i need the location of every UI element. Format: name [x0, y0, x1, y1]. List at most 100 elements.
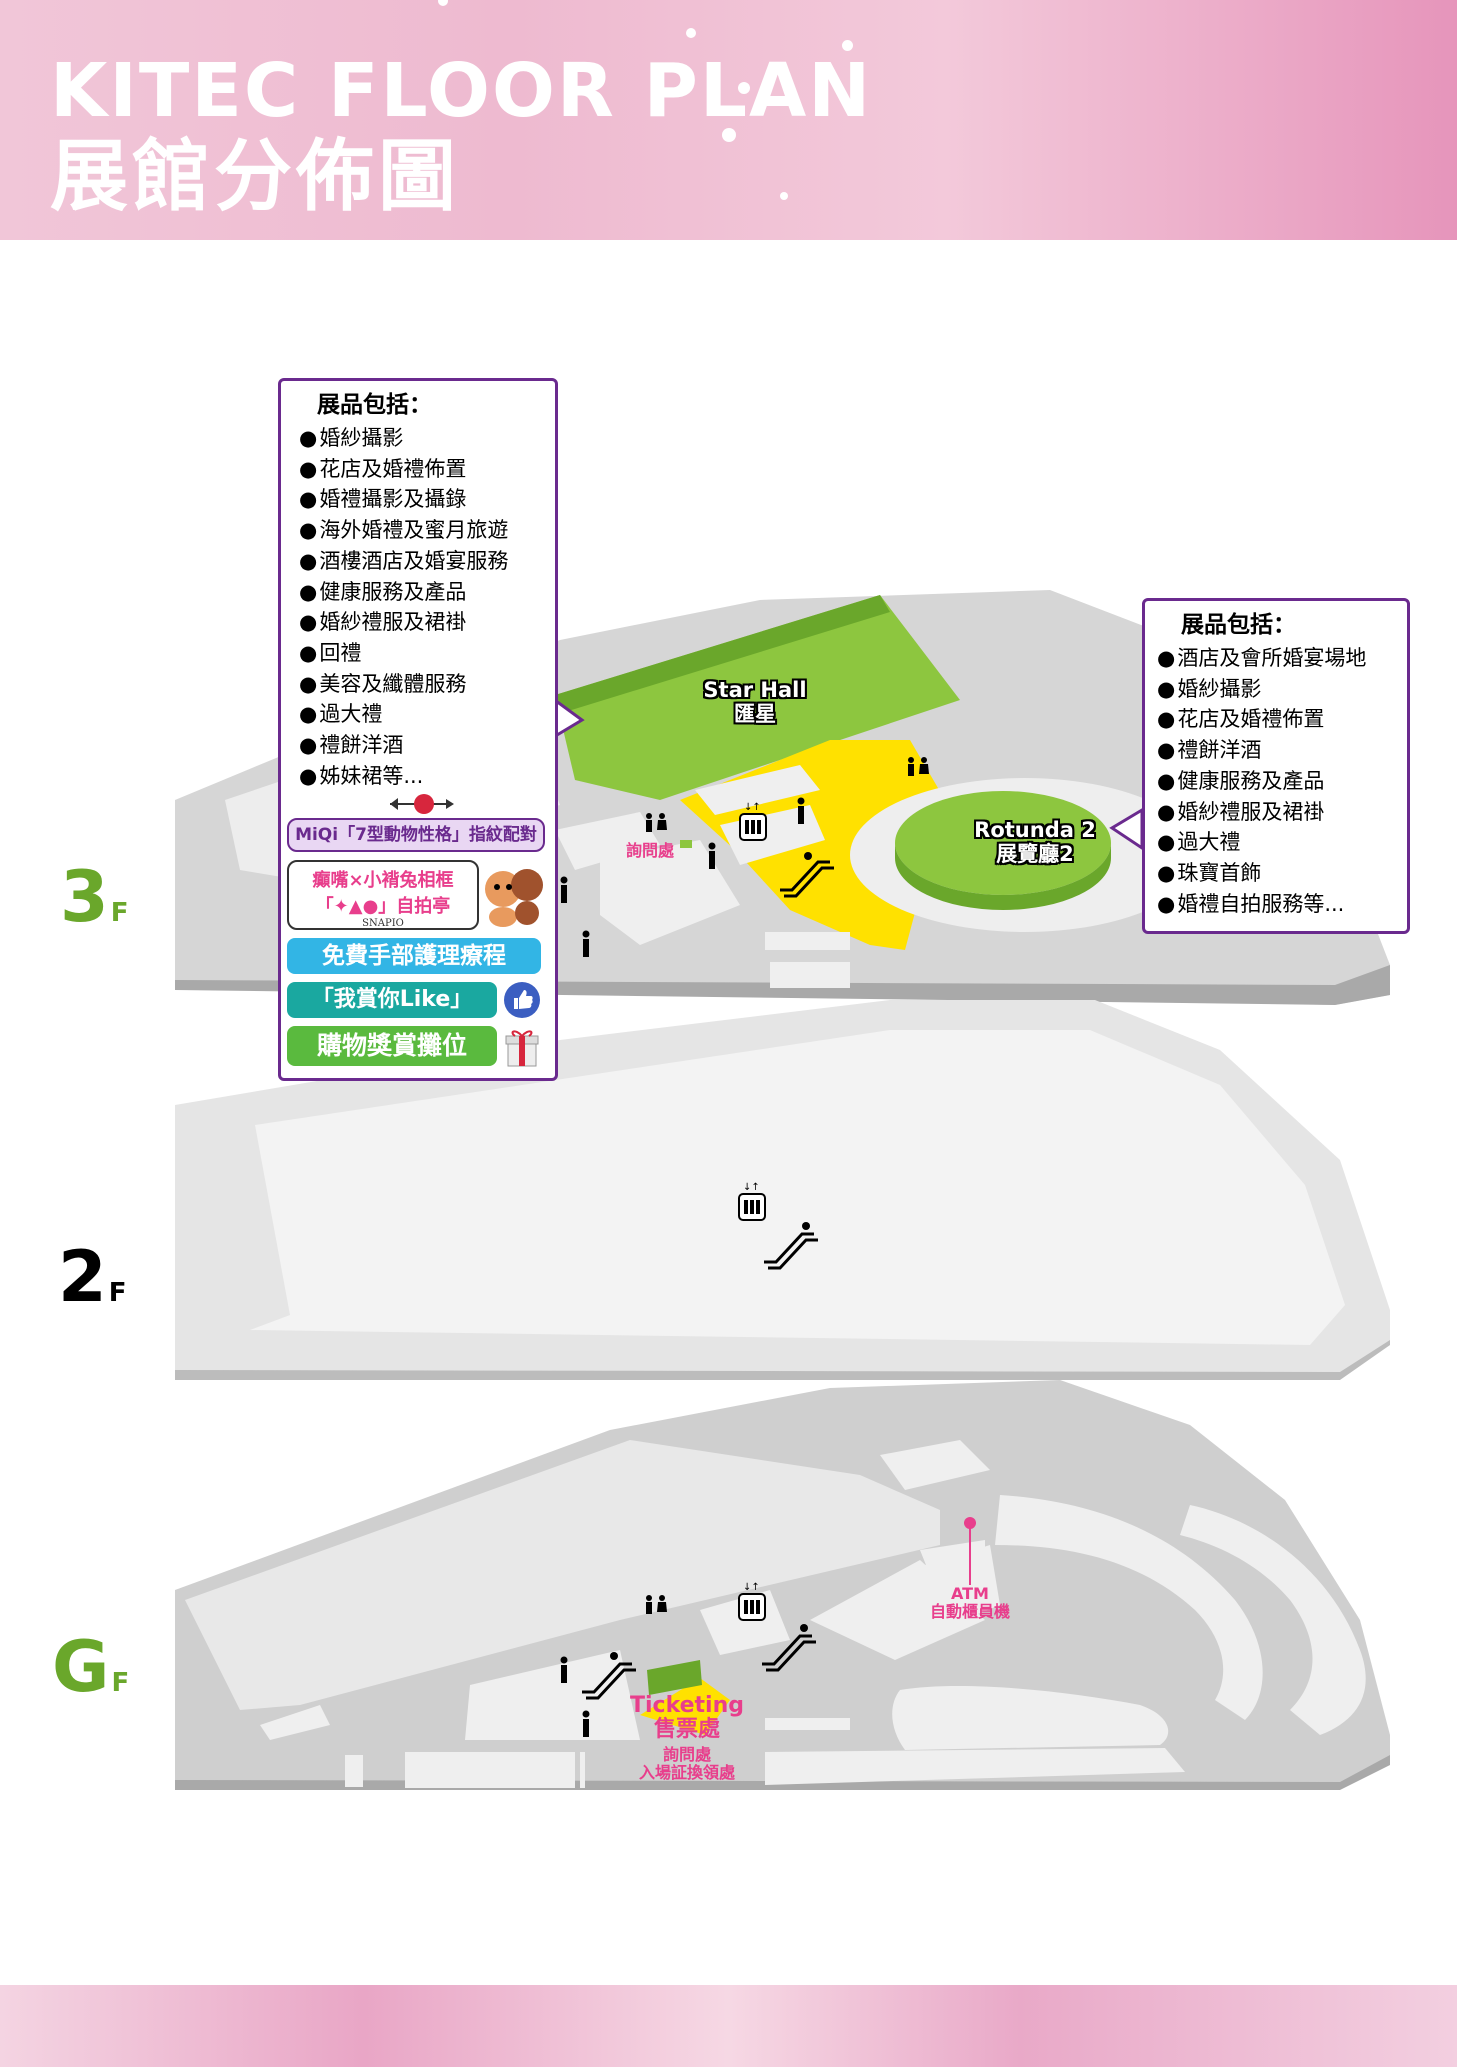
- ticketing-label: Ticketing 售票處 詢問處 入場証換領處: [622, 1693, 752, 1782]
- exhibits-heading: 展品包括：: [317, 392, 432, 418]
- list-item: 過大禮: [1157, 827, 1407, 858]
- star-hall-label: Star Hall 匯星: [690, 678, 820, 726]
- rotunda-2-label: Rotunda 2 展覽廳2: [950, 818, 1120, 866]
- list-item: 過大禮: [299, 699, 555, 730]
- room-3f-c: [695, 765, 820, 815]
- room-3f-b: [600, 840, 740, 945]
- star-hall-area: [555, 595, 960, 800]
- rotunda-gf-ring-outer: [1180, 1505, 1366, 1735]
- svg-text:↓↑: ↓↑: [743, 1582, 760, 1593]
- thumbs-up-icon: [504, 982, 540, 1018]
- decor-dot: [738, 82, 750, 94]
- page-title-english: KITEC FLOOR PLAN: [50, 48, 873, 134]
- lift-icon: ↓↑: [739, 802, 767, 841]
- list-item: 禮餅洋酒: [299, 730, 555, 761]
- list-item: 健康服務及產品: [299, 577, 555, 608]
- info-counter-gf-label: 詢問處: [662, 1745, 711, 1765]
- bear-mascot-icon: [485, 869, 543, 927]
- toilet-icon: [646, 813, 667, 832]
- floor-2f-suffix: F: [108, 1278, 127, 1308]
- ticketing-label-zh: 售票處: [653, 1717, 720, 1743]
- decor-dot: [842, 40, 853, 51]
- gift-box-icon: [505, 1030, 539, 1067]
- page-title-chinese: 展館分佈圖: [50, 132, 461, 222]
- decor-dot: [438, 0, 448, 6]
- room-3f-e: [765, 932, 850, 950]
- exhibits-list: 婚紗攝影 花店及婚禮佈置 婚禮攝影及攝錄 海外婚禮及蜜月旅遊 酒樓酒店及婚宴服務…: [281, 423, 555, 791]
- atm-label-en: ATM: [951, 1584, 989, 1603]
- list-item: 婚紗禮服及裙褂: [1157, 797, 1407, 828]
- list-item: 美容及纖體服務: [299, 669, 555, 700]
- floor-3f-suffix: F: [110, 898, 129, 928]
- list-item: 婚紗攝影: [1157, 674, 1407, 705]
- info-counter-3f: [680, 840, 692, 848]
- snapio-badge: 癲嘴×小褙兔相框 「✦▲●」自拍亭 SNAPIO: [287, 860, 479, 930]
- rotunda-2-area: [895, 791, 1111, 895]
- escalator-icon: [780, 852, 834, 898]
- rotunda-gf-ring-east: [995, 1495, 1263, 1720]
- floor-label-gf: GF: [52, 1632, 129, 1702]
- list-item: 酒樓酒店及婚宴服務: [299, 546, 555, 577]
- floor-label-2f: 2F: [58, 1242, 126, 1312]
- floor-2f-number: 2: [58, 1236, 107, 1318]
- list-item: 婚紗禮服及裙褂: [299, 607, 555, 638]
- floor-2f-plan: [175, 1000, 1390, 1380]
- cupid-arrow-icon: [390, 794, 454, 814]
- exhibits-info-box-3f-right: 展品包括： 酒店及會所婚宴場地 婚紗攝影 花店及婚禮佈置 禮餅洋酒 健康服務及產…: [1142, 598, 1410, 934]
- info-counter-3f-label: 詢問處: [625, 841, 674, 860]
- atm-pointer-dot: [964, 1517, 976, 1529]
- list-item: 花店及婚禮佈置: [1157, 704, 1407, 735]
- room-gf-d: [580, 1752, 585, 1788]
- svg-text:↓↑: ↓↑: [743, 1182, 760, 1193]
- toilet-icon: [646, 1595, 667, 1614]
- list-item: 海外婚禮及蜜月旅遊: [299, 515, 555, 546]
- star-hall-name-zh: 匯星: [734, 702, 776, 727]
- snapio-brand: SNAPIO: [362, 918, 404, 929]
- footer-banner: [0, 1985, 1457, 2067]
- room-gf-f: [765, 1748, 1185, 1785]
- room-gf-c: [405, 1752, 575, 1788]
- lift-icon: ↓↑: [738, 1182, 766, 1221]
- like-badge: 「我賞你Like」: [287, 982, 497, 1018]
- toilet-icon: [908, 757, 929, 776]
- person-icon: [708, 842, 716, 869]
- person-icon: [560, 876, 568, 903]
- person-icon: [582, 1710, 590, 1737]
- room-gf-a: [465, 1650, 640, 1740]
- room-gf-g: [880, 1440, 990, 1490]
- floor-2f-edge: [175, 1340, 1390, 1380]
- room-gf-k: [925, 1545, 1000, 1625]
- ticketing-yellow-area: [640, 1678, 730, 1735]
- star-hall-name-en: Star Hall: [703, 678, 807, 702]
- list-item: 珠寶首飾: [1157, 858, 1407, 889]
- room-gf-b: [765, 1718, 850, 1730]
- person-icon: [560, 1656, 568, 1683]
- svg-text:↓↑: ↓↑: [744, 802, 761, 813]
- exhibits-heading: 展品包括：: [1181, 612, 1296, 638]
- shopping-badge: 購物獎賞攤位: [287, 1026, 497, 1066]
- escalator-icon: [764, 1222, 818, 1270]
- floor-gf-plan: [175, 1380, 1390, 1790]
- floor-3f-number: 3: [60, 856, 109, 938]
- floor-gf-number: G: [52, 1626, 110, 1708]
- rotunda-2-name-en: Rotunda 2: [974, 818, 1096, 842]
- rotunda-2-edge: [895, 843, 1111, 910]
- room-gf-e: [345, 1755, 363, 1787]
- list-item: 花店及婚禮佈置: [299, 454, 555, 485]
- header-banner: KITEC FLOOR PLAN 展館分佈圖: [0, 0, 1457, 240]
- room-3f-a: [555, 812, 660, 870]
- floor-2f-inner: [250, 1030, 1345, 1345]
- person-icon: [582, 930, 590, 957]
- ticketing-label-en: Ticketing: [629, 1693, 745, 1718]
- lift-icon: ↓↑: [738, 1582, 766, 1621]
- atm-label: ATM 自動櫃員機: [930, 1585, 1010, 1620]
- star-hall-edge: [555, 595, 890, 712]
- list-item: 婚禮自拍服務等...: [1157, 889, 1407, 920]
- room-gf-strip-a: [260, 1705, 330, 1740]
- list-item: 姊妹裙等...: [299, 761, 555, 792]
- list-item: 健康服務及產品: [1157, 766, 1407, 797]
- snapio-line1: 癲嘴×小褙兔相框: [312, 870, 454, 891]
- rotunda-gf-ring-south: [892, 1685, 1169, 1750]
- list-item: 酒店及會所婚宴場地: [1157, 643, 1407, 674]
- escalator-icon: [762, 1624, 816, 1672]
